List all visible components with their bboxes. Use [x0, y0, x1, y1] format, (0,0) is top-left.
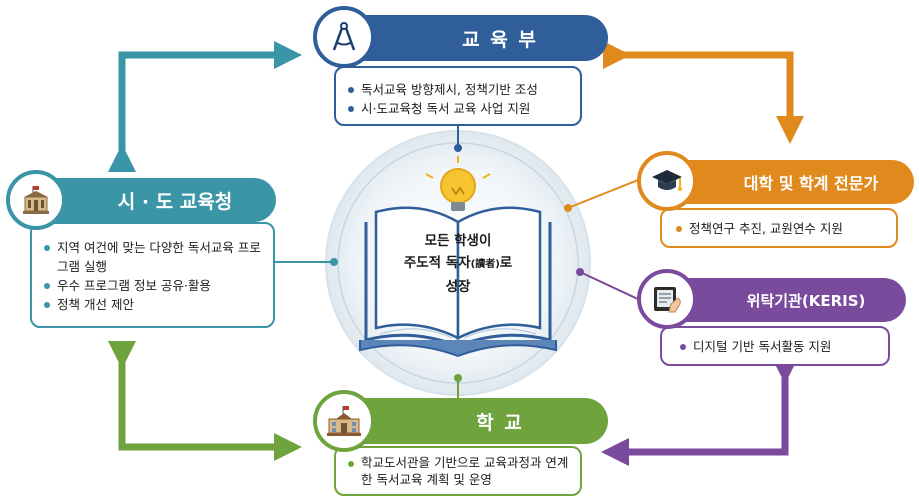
university-icon-circle — [637, 151, 697, 211]
office-item: 지역 여건에 맞는 다양한 독서교육 프로그램 실행 — [42, 238, 263, 276]
school-icon-circle — [313, 390, 375, 452]
keris-title: 위탁기관(KERIS) — [746, 291, 866, 310]
arrow-ministry-university — [603, 41, 804, 144]
compass-icon — [332, 22, 356, 51]
school-building-icon — [327, 406, 361, 436]
arrow-keris-school — [601, 356, 799, 466]
office-icon-circle — [6, 170, 66, 230]
line-keris — [579, 271, 641, 301]
center-line-1: 모든 학생이 — [424, 233, 492, 249]
school-title: 학 교 — [476, 411, 524, 434]
arrow-office-ministry — [108, 41, 302, 172]
government-building-icon — [23, 186, 49, 214]
keris-details-box: 디지털 기반 독서활동 지원 — [660, 326, 890, 366]
lightbulb-icon — [425, 156, 491, 211]
keris-item: 디지털 기반 독서활동 지원 — [678, 337, 878, 356]
keris-icon-circle — [637, 269, 697, 329]
arrow-office-school — [108, 341, 302, 461]
ministry-details-box: 독서교육 방향제시, 정책기반 조성 시·도교육청 독서 교육 사업 지원 — [334, 66, 582, 126]
center-line-3: 성장 — [445, 279, 471, 295]
center-line-2: 주도적 독자(讀者)로 — [403, 255, 513, 271]
office-item: 정책 개선 제안 — [42, 295, 263, 314]
line-university — [567, 179, 639, 209]
university-details-box: 정책연구 추진, 교원연수 지원 — [660, 208, 898, 248]
ministry-title: 교 육 부 — [462, 28, 538, 51]
office-item: 우수 프로그램 정보 공유·활용 — [42, 276, 263, 295]
ministry-item: 독서교육 방향제시, 정책기반 조성 — [346, 80, 570, 99]
open-book-icon — [359, 206, 557, 358]
office-details-box: 지역 여건에 맞는 다양한 독서교육 프로그램 실행 우수 프로그램 정보 공유… — [30, 222, 275, 328]
university-title: 대학 및 학계 전문가 — [743, 174, 879, 193]
digital-book-icon — [654, 287, 681, 313]
school-item: 학교도서관을 기반으로 교육과정과 연계한 독서교육 계획 및 운영 — [346, 454, 572, 488]
center-message: 모든 학생이 주도적 독자(讀者)로 성장 — [398, 230, 518, 298]
ministry-item: 시·도교육청 독서 교육 사업 지원 — [346, 99, 570, 118]
university-item: 정책연구 추진, 교원연수 지원 — [674, 219, 886, 238]
office-title: 시 · 도 교육청 — [117, 190, 233, 213]
graduation-cap-icon — [652, 170, 682, 191]
ministry-icon-circle — [313, 6, 375, 68]
school-details-box: 학교도서관을 기반으로 교육과정과 연계한 독서교육 계획 및 운영 — [334, 446, 582, 496]
